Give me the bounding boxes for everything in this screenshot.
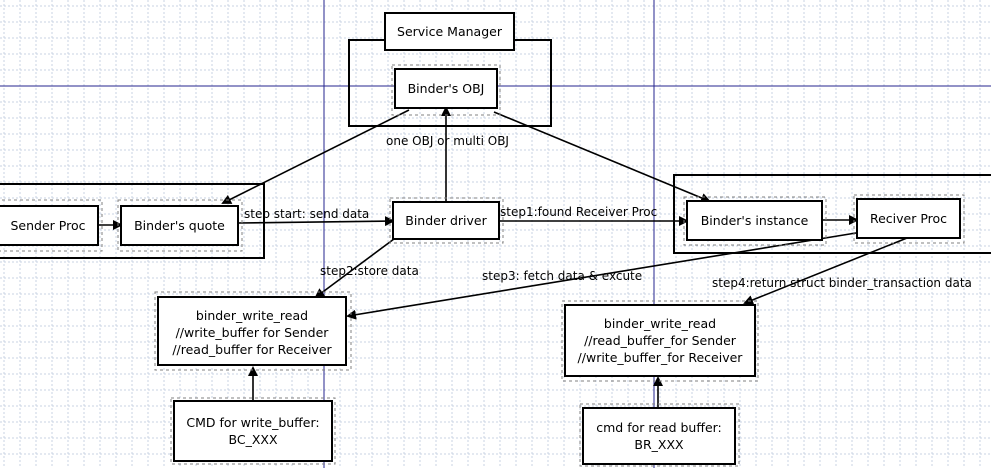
reciver-proc-label: Reciver Proc: [870, 211, 947, 226]
cmd-read-line2: BR_XXX: [634, 437, 684, 452]
cmd-read-buffer-node[interactable]: cmd for read buffer: BR_XXX: [579, 403, 740, 467]
edge-driver-to-writeread-left[interactable]: [314, 235, 399, 299]
cmd-read-line1: cmd for read buffer:: [596, 420, 722, 435]
edge-obj-to-quote[interactable]: [221, 109, 410, 204]
binder-driver-node[interactable]: Binder driver: [389, 197, 504, 244]
edge-label-step-start: step start: send data: [244, 207, 369, 221]
edge-label-step3: step3: fetch data & excute: [482, 269, 642, 283]
binders-quote-label: Binder's quote: [134, 218, 225, 233]
write-read-right-line3: //write_buffer_for Receiver: [578, 350, 744, 365]
service-manager-node[interactable]: Service Manager: [384, 12, 515, 51]
binders-obj-label: Binder's OBJ: [408, 81, 485, 96]
service-manager-label: Service Manager: [397, 24, 503, 39]
reciver-proc-node[interactable]: Reciver Proc: [853, 194, 965, 244]
binder-driver-label: Binder driver: [405, 213, 487, 228]
binders-quote-node[interactable]: Binder's quote: [117, 199, 243, 252]
edge-label-one-obj: one OBJ or multi OBJ: [386, 134, 509, 148]
binders-instance-node[interactable]: Binder's instance: [683, 196, 827, 246]
binder-write-read-right-node[interactable]: binder_write_read //read_buffer_for Send…: [561, 300, 759, 382]
edge-label-step4: step4:return struct binder_transaction d…: [712, 276, 972, 290]
edge-quote-to-driver[interactable]: [237, 216, 395, 227]
sender-proc-node[interactable]: Sender Proc: [0, 199, 103, 252]
cmd-write-line2: BC_XXX: [228, 432, 277, 447]
write-read-right-line2: //read_buffer_for Sender: [584, 333, 737, 348]
edge-reciver-to-writeread-left[interactable]: [346, 231, 863, 320]
sender-container[interactable]: [0, 183, 265, 259]
edge-obj-to-instance[interactable]: [493, 111, 711, 203]
write-read-left-line1: binder_write_read: [196, 308, 308, 323]
write-read-left-line3: //read_buffer for Receiver: [172, 342, 332, 357]
edge-label-step2: step2:store data: [320, 264, 419, 278]
sender-proc-label: Sender Proc: [11, 218, 86, 233]
cmd-write-line1: CMD for write_buffer:: [186, 415, 319, 430]
write-read-left-line2: //write_buffer for Sender: [176, 325, 330, 340]
binders-obj-node[interactable]: Binder's OBJ: [391, 64, 501, 116]
binder-write-read-left-node[interactable]: binder_write_read //write_buffer for Sen…: [154, 291, 352, 371]
cmd-write-buffer-node[interactable]: CMD for write_buffer: BC_XXX: [170, 397, 336, 465]
edge-label-step1: step1:found Receiver Proc: [500, 205, 657, 219]
binders-instance-label: Binder's instance: [701, 213, 809, 228]
write-read-right-line1: binder_write_read: [604, 316, 716, 331]
edge-reciver-to-writeread-right[interactable]: [743, 237, 908, 305]
receiver-container[interactable]: [673, 174, 991, 254]
